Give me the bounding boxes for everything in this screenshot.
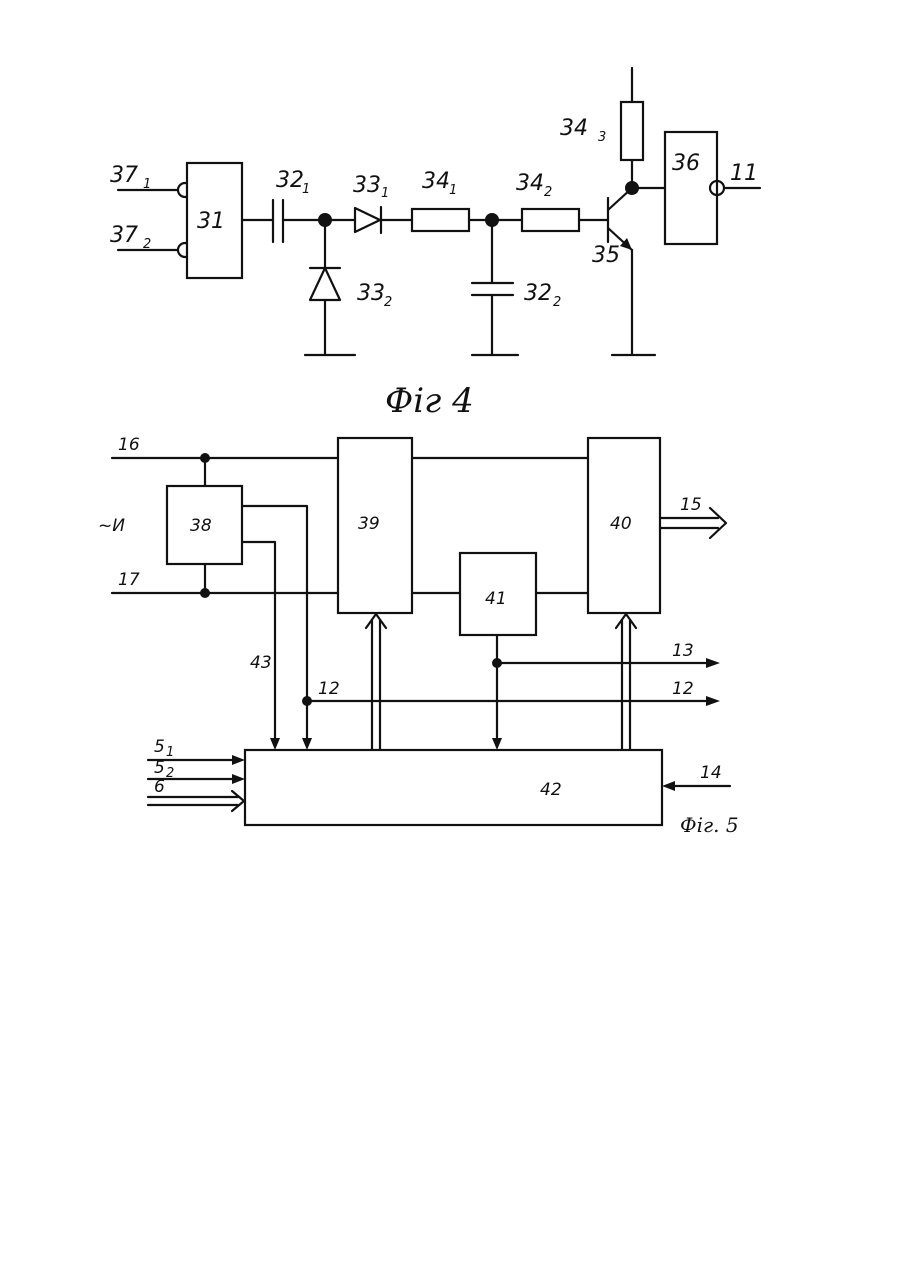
label-out-13: 13 [672,641,694,661]
label-5-2: 5 [154,758,165,778]
resistor-34-1 [412,209,469,231]
label-33-2-sub: 2 [384,295,392,310]
label-37-1: 37 [110,163,138,188]
label-37-1-sub: 1 [143,177,151,192]
diode-33-2 [310,268,340,300]
label-5-2-sub: 2 [166,766,174,781]
label-11: 11 [730,161,758,186]
label-33-1: 33 [353,173,381,198]
label-16: 16 [118,435,140,455]
label-32-1: 32 [276,168,304,193]
block-42 [245,750,662,825]
label-35: 35 [592,243,620,268]
block-39-label: 39 [358,514,380,534]
label-34-3: 34 [560,116,588,141]
block-36-label: 36 [672,151,700,176]
label-out-12: 12 [672,679,694,699]
figure-4-caption: Фіг 4 [385,381,474,421]
label-out-15: 15 [680,495,702,515]
label-37-2-sub: 2 [143,237,151,252]
transistor-35 [608,188,655,355]
label-33-1-sub: 1 [381,186,389,201]
resistor-34-2 [522,209,579,231]
capacitor-32-1 [273,200,283,242]
label-6: 6 [154,777,165,797]
label-32-1-sub: 1 [302,182,310,197]
figure-4-circuit: 37 1 37 2 31 32 1 33 2 [110,68,760,421]
label-34-1: 34 [422,169,450,194]
label-34-2-sub: 2 [544,185,552,200]
block-41-label: 41 [485,589,507,609]
block-40-label: 40 [610,514,632,534]
figure-5-caption: Фіг. 5 [680,813,739,837]
label-32-2-sub: 2 [553,295,561,310]
block-42-label: 42 [540,780,562,800]
capacitor-32-2 [472,283,513,295]
label-34-1-sub: 1 [449,183,457,198]
block-38-label: 38 [190,516,212,536]
figure-5-block-diagram: 16 17 ~И 38 43 12 12 39 [98,435,739,837]
label-5-1-sub: 1 [166,745,174,760]
label-32-2: 32 [524,281,552,306]
label-17: 17 [118,570,140,590]
diode-33-1 [355,207,381,233]
label-supply: ~И [98,516,125,536]
label-43: 43 [250,653,272,673]
label-in-14: 14 [700,763,722,783]
label-node-12: 12 [318,679,340,699]
block-31-label: 31 [197,209,225,234]
label-5-1: 5 [154,737,165,757]
label-33-2: 33 [357,281,385,306]
label-34-3-sub: 3 [598,130,606,145]
resistor-34-3 [621,102,643,160]
label-37-2: 37 [110,223,138,248]
label-34-2: 34 [516,171,544,196]
